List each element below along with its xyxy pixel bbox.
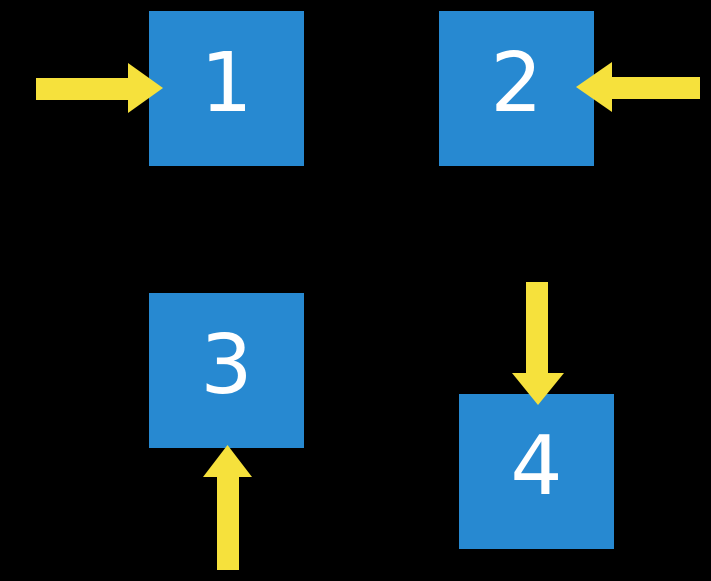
arrow-shaft [612, 77, 700, 99]
numbered-box-2: 2 [439, 11, 594, 166]
box-label: 4 [510, 418, 563, 514]
arrow-shaft [36, 78, 128, 100]
arrow-left-icon [576, 62, 700, 112]
arrow-up-icon [203, 445, 252, 570]
arrow-shaft [526, 282, 548, 373]
arrow-shaft [217, 477, 239, 570]
numbered-box-3: 3 [149, 293, 304, 448]
arrow-head [128, 63, 163, 113]
numbered-box-1: 1 [149, 11, 304, 166]
arrow-head [512, 373, 564, 405]
arrow-down-icon [512, 282, 564, 405]
numbered-box-4: 4 [459, 394, 614, 549]
box-label: 2 [490, 35, 543, 131]
box-label: 3 [200, 317, 253, 413]
box-label: 1 [200, 35, 253, 131]
arrow-head [576, 62, 612, 112]
arrow-head [203, 445, 252, 477]
arrow-right-icon [36, 63, 163, 113]
